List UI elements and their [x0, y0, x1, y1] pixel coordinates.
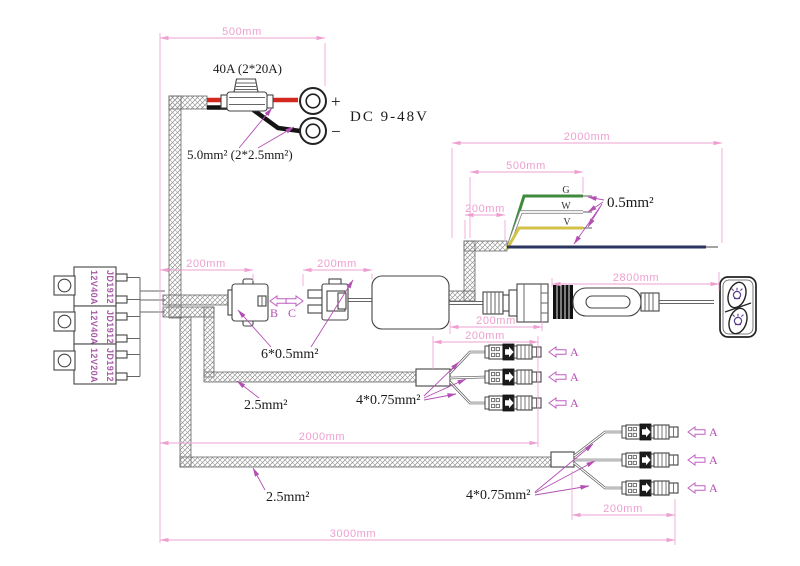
wire-w-label: W [561, 201, 571, 212]
marker-a-label: A [709, 425, 718, 439]
branch-1: A A A 2.5mm² 4*0.75mm² [236, 343, 579, 413]
mating-arrow-b [269, 295, 288, 307]
branch1-spec-label: 4*0.75mm² [356, 393, 420, 408]
branch2-spec-label: 4*0.75mm² [466, 488, 530, 503]
dim-signal-total: 2000mm [564, 131, 610, 143]
signal-wire-breakout: G W V 0.5mm² [505, 185, 718, 250]
trunk1-spec-label: 2.5mm² [244, 398, 287, 413]
branch-2: A A A 2.5mm² 4*0.75mm² [252, 423, 718, 505]
dimension-annotations: 500mm 2000mm 500mm 200mm 200mm 200mm 280… [159, 26, 723, 545]
dim-conn-c: 200mm [317, 258, 357, 270]
dim-top-500: 500mm [222, 26, 262, 38]
harness-6core-label: 6*0.5mm² [261, 347, 318, 362]
relay-model: JD1912 [105, 310, 115, 344]
minus-symbol: − [331, 122, 341, 141]
wire-g-label: G [562, 185, 569, 196]
plug-pair-connector [621, 479, 679, 497]
power-input-section: 40A (2*20A) + − DC 9-48V 5.0mm² (2*2.5mm… [187, 61, 429, 162]
plug-pair-connector [484, 343, 542, 361]
trunk2-spec-label: 2.5mm² [266, 490, 309, 505]
marker-c-label: C [288, 306, 296, 320]
relay-2: JD1912 12V40A [53, 305, 128, 345]
relay-1: JD1912 12V40A [53, 266, 128, 307]
fuse-holder [220, 78, 274, 112]
connector-c [307, 278, 372, 321]
plug-pair-connector [484, 368, 542, 386]
plug-pair-connector [484, 394, 542, 412]
output-marker-a3: A [548, 396, 579, 410]
dim-switch-cable: 2800mm [613, 272, 659, 284]
dim-branch2: 200mm [603, 503, 643, 515]
splice-sleeve [550, 451, 575, 468]
connector-b [227, 278, 269, 327]
relay-block: JD1912 12V40A JD1912 12V40A JD1912 12V20… [53, 266, 165, 385]
inline-module [371, 275, 450, 330]
green-wire [507, 194, 583, 245]
module-output-connector [449, 283, 549, 323]
plug-pair-connector [621, 423, 679, 441]
wire-v-label: V [563, 217, 571, 228]
mating-arrow-c [285, 295, 304, 307]
dim-conn-b: 200mm [186, 258, 226, 270]
dim-signal-500: 500mm [506, 160, 546, 172]
switch-panel [719, 276, 757, 338]
dim-branch1: 200mm [465, 330, 505, 342]
power-wire-spec-label: 5.0mm² (2*2.5mm²) [187, 147, 293, 162]
dim-total: 3000mm [330, 528, 376, 540]
relay-rating: 12V40A [89, 270, 99, 305]
output-marker-a4: A [687, 425, 718, 439]
relay-model: JD1912 [105, 270, 115, 304]
relay-rating: 12V20A [89, 348, 99, 383]
output-marker-a2: A [548, 370, 579, 384]
signal-wire-spec-label: 0.5mm² [607, 195, 654, 211]
fuse-rating-label: 40A (2*20A) [213, 61, 282, 76]
dc-voltage-label: DC 9-48V [350, 109, 429, 125]
output-marker-a5: A [687, 453, 718, 467]
plug-pair-connector [621, 451, 679, 469]
threaded-coupler [553, 285, 573, 319]
splice-sleeve [415, 368, 451, 387]
switch-cable-connector [553, 285, 714, 319]
marker-a-label: A [570, 396, 579, 410]
output-marker-a1: A [548, 345, 579, 359]
relay-3: JD1912 12V20A [53, 343, 128, 385]
marker-a-label: A [709, 453, 718, 467]
switch-button-top [727, 281, 747, 309]
switch-button-bottom [728, 307, 748, 335]
marker-a-label: A [709, 481, 718, 495]
marker-a-label: A [570, 370, 579, 384]
ring-terminal-negative [299, 117, 327, 145]
dim-module-out: 200mm [476, 315, 516, 327]
output-marker-a6: A [687, 481, 718, 495]
relay-rating: 12V40A [89, 310, 99, 345]
yellow-wire [505, 226, 583, 250]
plus-symbol: + [331, 92, 341, 111]
dim-signal-200: 200mm [465, 203, 505, 215]
ring-terminal-positive [299, 87, 327, 115]
harness-trunk [162, 95, 554, 468]
white-wire [507, 211, 583, 248]
marker-b-label: B [270, 306, 278, 320]
marker-a-label: A [570, 345, 579, 359]
relay-model: JD1912 [105, 348, 115, 382]
dim-trunk1: 2000mm [299, 431, 345, 443]
